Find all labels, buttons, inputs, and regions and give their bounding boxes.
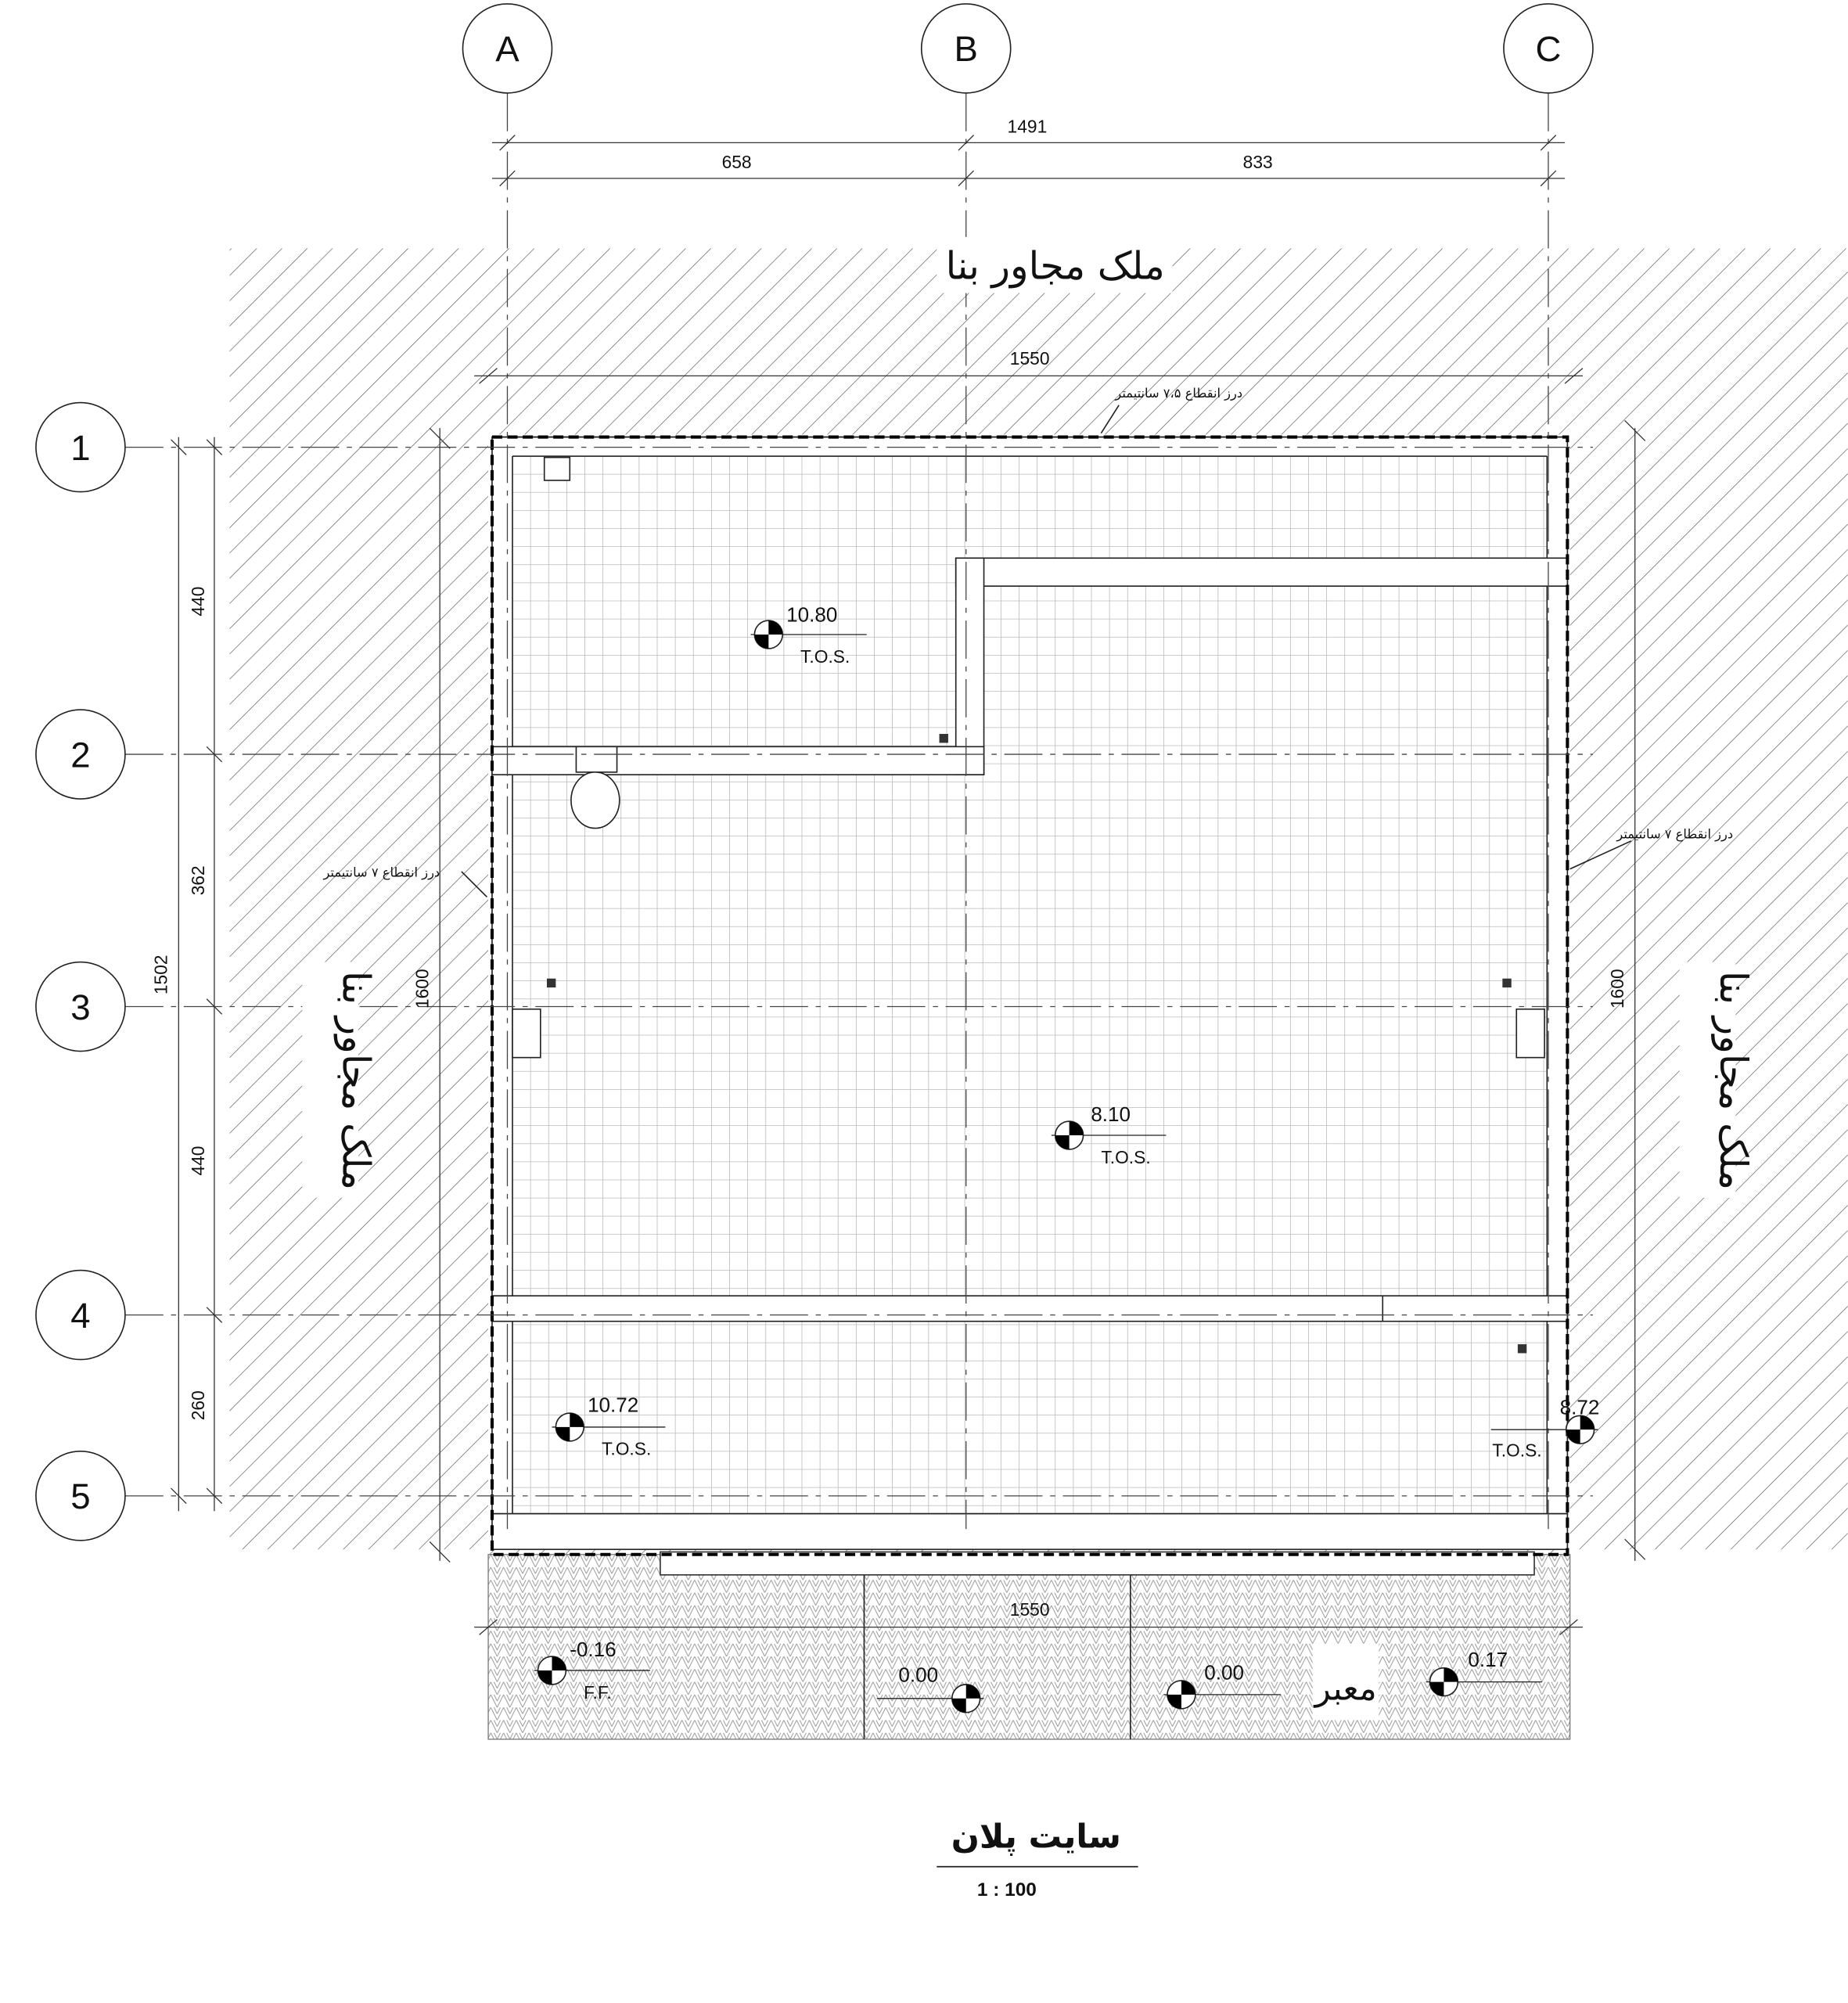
joint-leader-top — [1100, 405, 1120, 434]
level-markers: 10.80T.O.S.8.10T.O.S.10.72T.O.S.8.72T.O.… — [534, 603, 1600, 1714]
level-value: 8.72 — [1560, 1396, 1600, 1419]
level-marker: 10.80T.O.S. — [750, 603, 867, 667]
dim-top-total: 1491 — [1008, 116, 1048, 136]
grid-bubble-1: 1 — [35, 401, 126, 493]
svg-text:1: 1 — [70, 428, 90, 468]
svg-text:B: B — [955, 29, 978, 69]
level-value: 0.00 — [898, 1663, 938, 1687]
level-tag: T.O.S. — [800, 646, 850, 667]
dim-top-bc: 833 — [1243, 152, 1273, 172]
neighbor-hatch — [229, 248, 1848, 1555]
dimension-lines — [171, 135, 1646, 1635]
grid-bubble-a: A — [462, 3, 553, 94]
svg-text:2: 2 — [70, 735, 90, 775]
joint-note-right: درز انقطاع ۷ سانتیمتر — [1616, 827, 1733, 843]
level-tag: F.F. — [584, 1682, 611, 1703]
dim-top-ab: 658 — [722, 152, 752, 172]
grid-bubble-b: B — [920, 3, 1012, 94]
joint-note-left: درز انقطاع ۷ سانتیمتر — [322, 865, 440, 880]
grid-axis-lines — [124, 92, 1593, 1530]
grid-bubble-3: 3 — [35, 961, 126, 1052]
level-marker: 8.72T.O.S. — [1490, 1396, 1600, 1460]
dim-right-height: 1600 — [1607, 969, 1627, 1009]
level-value: 10.72 — [588, 1393, 638, 1416]
level-value: 10.80 — [786, 603, 837, 627]
grid-bubble-c: C — [1503, 3, 1594, 94]
dim-site-width-bottom: 1550 — [1010, 1599, 1050, 1620]
neighbor-label-right: ملک مجاور بنا — [1711, 971, 1756, 1190]
svg-text:5: 5 — [70, 1476, 90, 1516]
level-marker: 0.17 — [1426, 1648, 1542, 1697]
level-tag: T.O.S. — [1492, 1440, 1541, 1460]
dim-left-height: 1600 — [412, 969, 433, 1009]
svg-text:3: 3 — [70, 987, 90, 1027]
level-tag: T.O.S. — [602, 1439, 651, 1459]
drawing-title: سایت پلان — [951, 1817, 1121, 1856]
dim-site-width-top: 1550 — [1010, 348, 1050, 369]
svg-text:A: A — [495, 29, 520, 69]
grid-bubble-5: 5 — [35, 1451, 126, 1541]
level-value: 8.10 — [1091, 1102, 1131, 1126]
dim-left-total: 1502 — [151, 955, 171, 994]
level-tag: T.O.S. — [1101, 1147, 1150, 1167]
neighbor-label-top: ملک مجاور بنا — [946, 244, 1165, 289]
drawing-scale: 1 : 100 — [977, 1879, 1037, 1901]
dim-left-12: 440 — [188, 587, 208, 617]
level-marker: 0.00 — [876, 1663, 984, 1714]
level-value: 0.00 — [1204, 1660, 1244, 1684]
dim-left-23: 362 — [188, 865, 208, 895]
street-paving — [487, 1554, 1571, 1740]
roof-drains — [546, 734, 1527, 1354]
dim-left-45: 260 — [188, 1390, 208, 1420]
neighbor-label-left: ملک مجاور بنا — [333, 971, 378, 1190]
building-floor — [491, 436, 1569, 1515]
level-marker: 8.10T.O.S. — [1051, 1102, 1167, 1167]
level-value: -0.16 — [570, 1638, 616, 1661]
joint-leader-right — [1569, 840, 1632, 870]
level-marker: 0.00 — [1163, 1660, 1281, 1710]
grid-bubble-4: 4 — [35, 1269, 126, 1361]
expansion-joint-outline — [490, 435, 1569, 1556]
grid-bubble-2: 2 — [35, 709, 126, 800]
svg-text:4: 4 — [70, 1296, 90, 1336]
joint-note-top: درز انقطاع ۷،۵ سانتیمتر — [1114, 386, 1242, 401]
joint-leader-left — [461, 871, 488, 898]
level-marker: -0.16F.F. — [534, 1638, 650, 1703]
street-label: معبر — [1313, 1669, 1376, 1707]
level-value: 0.17 — [1468, 1648, 1508, 1671]
svg-text:C: C — [1536, 29, 1562, 69]
dim-left-34: 440 — [188, 1146, 208, 1176]
floor-tile-grid — [512, 455, 1548, 1514]
level-marker: 10.72T.O.S. — [552, 1393, 666, 1459]
